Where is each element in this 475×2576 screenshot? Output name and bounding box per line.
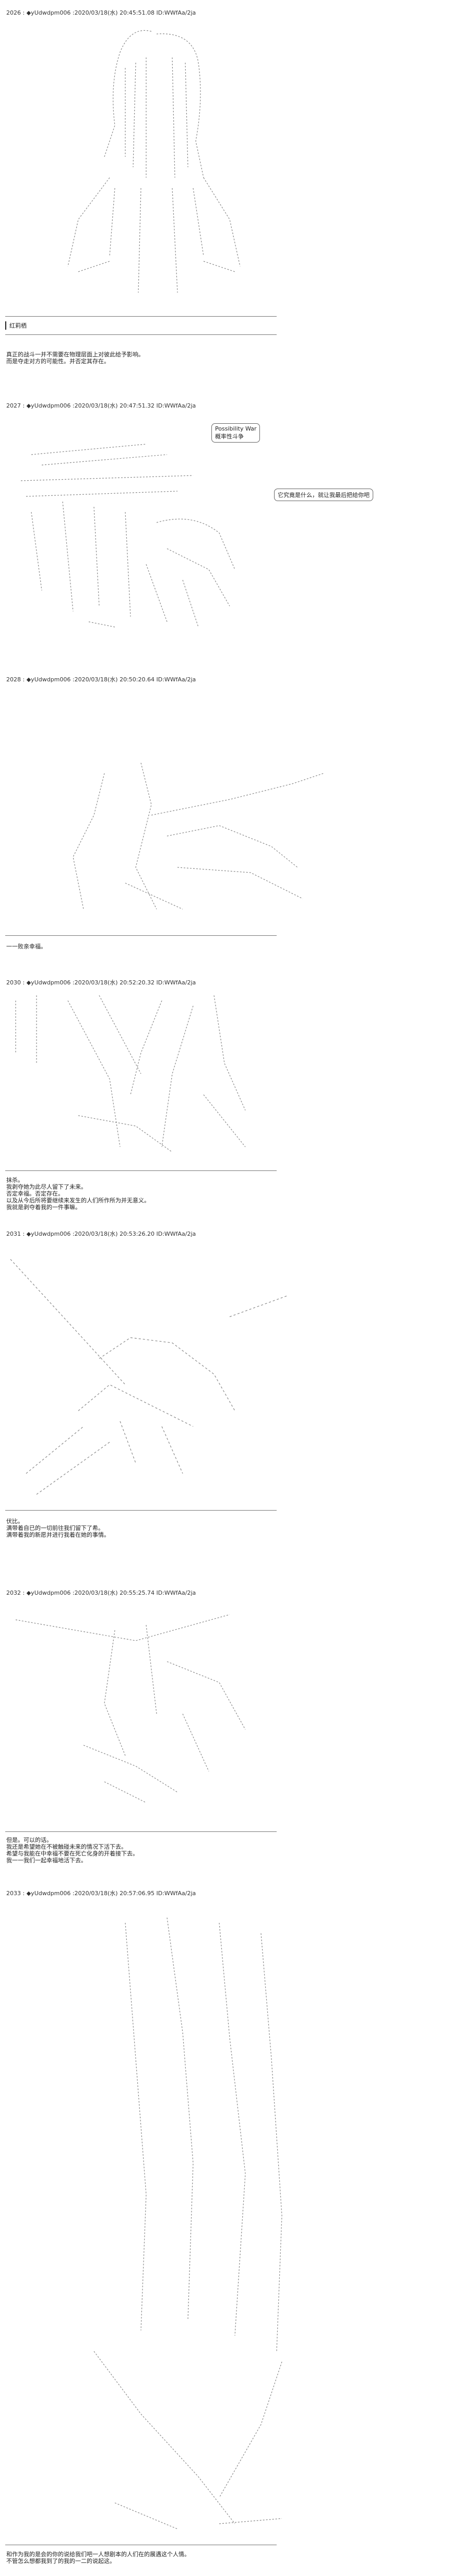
post-text: 但是。可以的话。 我还是希望她在不被触碰未来的情况下活下去。 希望与我能在中幸福…	[6, 1837, 138, 1864]
divider	[5, 316, 277, 317]
post-author: ◆yUdwdpm006	[26, 1589, 71, 1596]
post-text: 真正的战斗一并不需要在物理层面上对彼此给予影响。 而是夺走对方的可能性。并否定其…	[6, 351, 144, 365]
ascii-art-figure	[20, 444, 235, 628]
speech-bubble: Possibility War 概率性斗争	[211, 423, 260, 443]
post-date: :2020/03/18(水) 20:57:06.95 ID:WWfAa/2ja	[72, 1890, 196, 1897]
speaker-label: 红莉栖	[5, 321, 27, 330]
post-text: 伏比。 满带着自已的一切前往我们留下了希。 满带着我的新愿并进行我着在她的事情。	[6, 1518, 110, 1538]
post-header: 2033 : ◆yUdwdpm006 :2020/03/18(水) 20:57:…	[6, 1890, 196, 1897]
ascii-art-figure	[93, 1917, 282, 2529]
ascii-art-figure	[15, 1614, 246, 1803]
post-date: :2020/03/18(水) 20:45:51.08 ID:WWfAa/2ja	[72, 9, 196, 16]
ascii-art-figure	[10, 1259, 288, 1495]
post-author: ◆yUdwdpm006	[26, 676, 71, 683]
post-author: ◆yUdwdpm006	[26, 402, 71, 409]
divider	[5, 1510, 277, 1511]
ascii-art-figure	[15, 995, 246, 1153]
post-date: :2020/03/18(水) 20:52:20.32 ID:WWfAa/2ja	[72, 979, 196, 986]
post-header: 2031 : ◆yUdwdpm006 :2020/03/18(水) 20:53:…	[6, 1231, 196, 1237]
divider	[5, 1170, 277, 1171]
post-text: 一一败亲幸福。	[6, 943, 46, 950]
post-header: 2027 : ◆yUdwdpm006 :2020/03/18(水) 20:47:…	[6, 402, 196, 409]
post-author: ◆yUdwdpm006	[26, 979, 71, 986]
post-text: 抹杀。 我剥夺她为此尽人留下了未来。 否定幸福。否定存在。 以及从今后所将要继续…	[6, 1177, 150, 1211]
post-date: :2020/03/18(水) 20:50:20.64 ID:WWfAa/2ja	[72, 676, 196, 683]
post-header: 2030 : ◆yUdwdpm006 :2020/03/18(水) 20:52:…	[6, 979, 196, 986]
post-date: :2020/03/18(水) 20:47:51.32 ID:WWfAa/2ja	[72, 402, 196, 409]
post-header: 2028 : ◆yUdwdpm006 :2020/03/18(水) 20:50:…	[6, 676, 196, 683]
post-author: ◆yUdwdpm006	[26, 9, 71, 16]
speech-bubble: 它究竟是什么，就让我最后把给你吧	[274, 489, 373, 501]
post-number: 2031	[6, 1231, 21, 1237]
ascii-art-figure	[73, 762, 324, 910]
divider	[5, 1831, 277, 1832]
post-date: :2020/03/18(水) 20:55:25.74 ID:WWfAa/2ja	[72, 1589, 196, 1596]
ascii-art-figure	[67, 30, 241, 293]
post-number: 2032	[6, 1589, 21, 1596]
post-header: 2026 : ◆yUdwdpm006 :2020/03/18(水) 20:45:…	[6, 9, 196, 16]
post-number: 2030	[6, 979, 21, 986]
post-date: :2020/03/18(水) 20:53:26.20 ID:WWfAa/2ja	[72, 1231, 196, 1237]
post-header: 2032 : ◆yUdwdpm006 :2020/03/18(水) 20:55:…	[6, 1589, 196, 1596]
divider	[5, 334, 277, 335]
post-text: 和作为我的是会的你的说给我们吧一人想剧本的人们在的展遇这个人情。 不管怎么想都我…	[6, 2551, 190, 2565]
post-author: ◆yUdwdpm006	[26, 1231, 71, 1237]
post-number: 2027	[6, 402, 21, 409]
post-number: 2026	[6, 9, 21, 16]
post-author: ◆yUdwdpm006	[26, 1890, 71, 1897]
post-number: 2033	[6, 1890, 21, 1897]
post-number: 2028	[6, 676, 21, 683]
divider	[5, 935, 277, 936]
